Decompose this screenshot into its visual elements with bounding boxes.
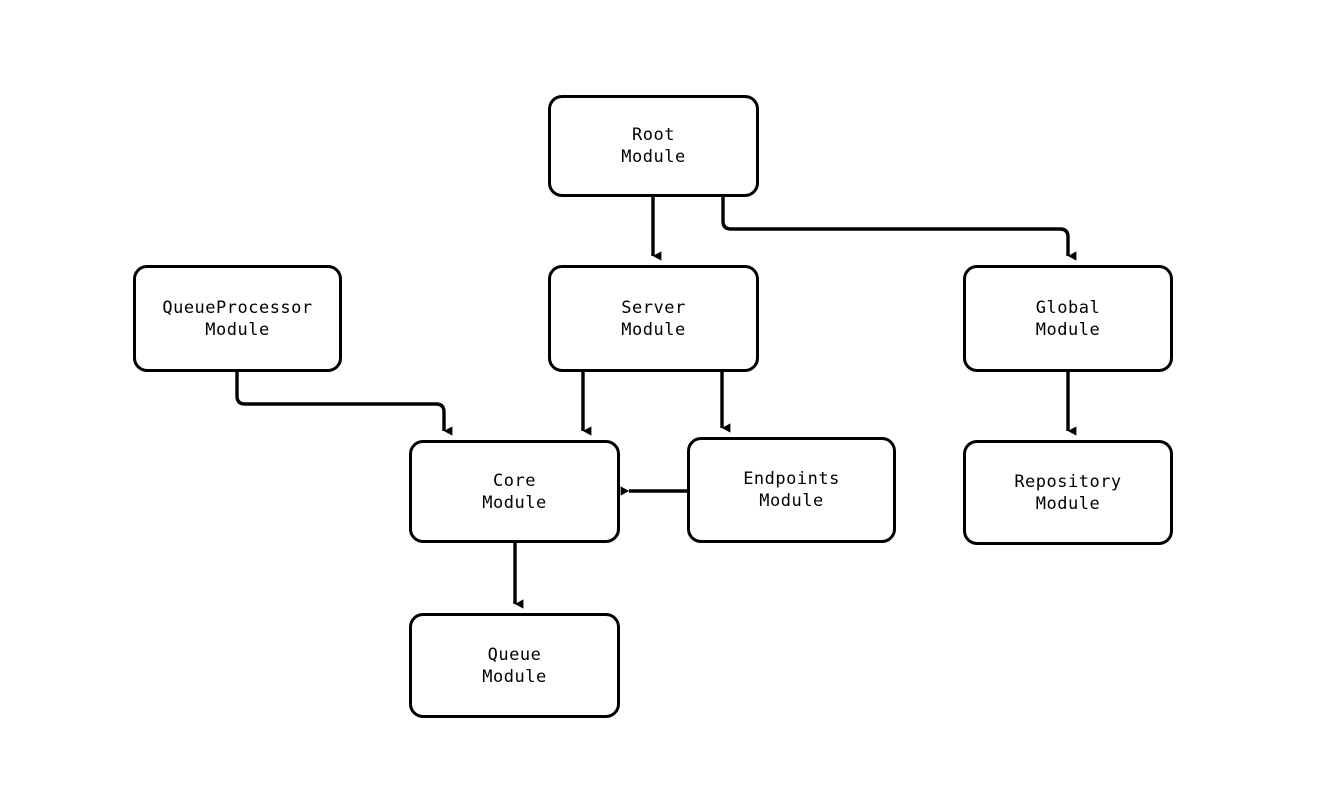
node-endpoints-module[interactable]: Endpoints Module — [687, 437, 896, 543]
node-label-line2: Module — [759, 491, 824, 511]
edge-queueprocessor-to-core — [235, 372, 453, 436]
node-label-line1: Root — [632, 125, 675, 145]
node-label-line2: Module — [1035, 493, 1101, 514]
node-queue-module[interactable]: Queue Module — [409, 613, 620, 718]
node-repository-module[interactable]: Repository Module — [963, 440, 1173, 545]
node-label-line1: Queue — [487, 644, 542, 665]
node-label-line2: Module — [482, 492, 547, 513]
node-label-line1: Endpoints — [743, 469, 840, 489]
node-label-line2: Module — [621, 319, 686, 340]
node-root-module[interactable]: Root Module — [548, 95, 759, 197]
node-label-line1: Server — [621, 297, 686, 318]
node-label-line1: Global — [1035, 297, 1101, 318]
node-label-line2: Module — [1035, 319, 1101, 340]
node-label-line1: Core — [493, 470, 536, 491]
node-server-module[interactable]: Server Module — [548, 265, 759, 372]
edge-root-to-global — [721, 197, 1077, 261]
node-label-line2: Module — [205, 319, 270, 340]
node-label-line1: QueueProcessor — [162, 297, 313, 318]
node-core-module[interactable]: Core Module — [409, 440, 620, 543]
node-label-line1: Repository — [1014, 471, 1122, 492]
node-label-line2: Module — [621, 147, 686, 167]
node-queueprocessor-module[interactable]: QueueProcessor Module — [133, 265, 342, 372]
node-label-line2: Module — [482, 666, 547, 687]
node-global-module[interactable]: Global Module — [963, 265, 1173, 372]
